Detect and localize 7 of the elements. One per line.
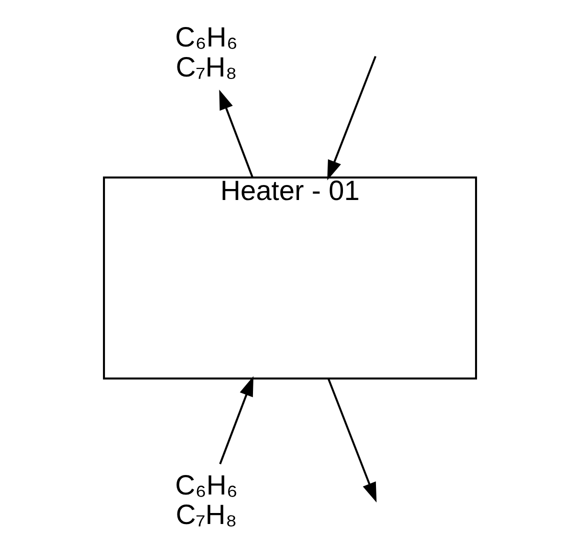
node-box: Heater - 01	[102, 176, 477, 380]
node-text: C₆H₆ C₇H₈	[174, 22, 238, 82]
arrow	[326, 56, 376, 180]
arrow	[218, 90, 253, 178]
arrow	[218, 376, 253, 464]
arrow	[327, 378, 376, 502]
node-text: C₆H₆ C₇H₈	[174, 469, 238, 530]
